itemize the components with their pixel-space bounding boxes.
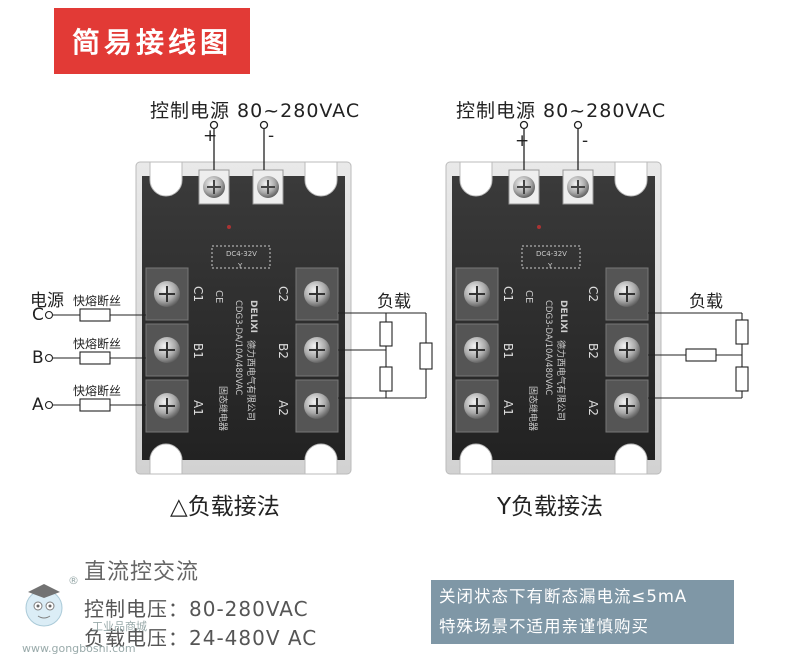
relay-brand: DELIXI xyxy=(558,300,568,333)
terminal-label: A1 xyxy=(501,400,515,416)
terminal-label: A2 xyxy=(276,400,290,416)
input-mark: DC4-32V xyxy=(226,250,257,258)
mount-notch xyxy=(304,443,338,475)
mount-notch xyxy=(614,443,648,475)
relay-left xyxy=(135,161,352,475)
resistor-icon xyxy=(379,321,393,347)
y-mark: Y xyxy=(238,262,243,270)
wye-load xyxy=(648,312,749,399)
fuse-label: 快熔断丝 xyxy=(73,337,122,351)
supply-wires-left xyxy=(44,308,146,412)
y-mark: Y xyxy=(548,262,553,270)
resistor-icon xyxy=(419,342,433,370)
terminal-label: B2 xyxy=(276,343,290,359)
relay-type: 固态继电器 xyxy=(527,386,537,432)
note-line-1: 关闭状态下有断态漏电流≤5mA xyxy=(439,587,688,606)
supply-label: 电源 xyxy=(30,291,64,311)
resistor-icon xyxy=(735,366,749,392)
terminal-label: B1 xyxy=(191,343,205,359)
y-caption: Y负载接法 xyxy=(497,494,604,520)
control-wires xyxy=(209,120,583,170)
input-label-window xyxy=(521,245,581,269)
relay-type: 固态继电器 xyxy=(217,386,227,432)
delta-caption: △负载接法 xyxy=(170,494,280,520)
terminal-column-right xyxy=(605,267,649,433)
terminal-label: C1 xyxy=(501,286,515,303)
leakage-note: 关闭状态下有断态漏电流≤5mA 特殊场景不适用亲谨慎购买 xyxy=(431,580,734,644)
fuse-icon xyxy=(79,351,111,365)
terminal-label: C2 xyxy=(276,286,290,303)
input-mark: DC4-32V xyxy=(536,250,567,258)
watermark-site: www.gongboshi.com xyxy=(22,642,136,655)
plus-sign: + xyxy=(203,126,218,146)
terminal-label: B2 xyxy=(586,343,600,359)
delta-load xyxy=(338,312,433,399)
terminal-column-right xyxy=(295,267,339,433)
minus-sign: - xyxy=(582,131,589,151)
terminal-column-left xyxy=(145,267,189,433)
watermark-brand: 工业品商城 xyxy=(92,620,147,633)
ce-mark: CE xyxy=(213,290,224,304)
load-label: 负载 xyxy=(689,292,723,312)
fuse-label: 快熔断丝 xyxy=(73,294,122,308)
relay-brand-cn: 德力西电气有限公司 xyxy=(245,340,255,422)
resistor-icon xyxy=(735,319,749,345)
minus-sign: - xyxy=(268,126,275,146)
fuse-icon xyxy=(79,398,111,412)
relay-right xyxy=(445,161,662,475)
fuse-icon xyxy=(79,308,111,322)
led-indicator xyxy=(537,225,541,229)
relay-brand-cn: 德力西电气有限公司 xyxy=(555,340,565,422)
led-indicator xyxy=(227,225,231,229)
mount-notch xyxy=(459,161,493,197)
load-label: 负载 xyxy=(377,292,411,312)
load-voltage: 负载电压：24-480V AC xyxy=(84,626,318,650)
terminal-label: A1 xyxy=(191,400,205,416)
input-label-window xyxy=(211,245,271,269)
relay-model: CDG3-DA/10A/480VAC xyxy=(233,300,243,396)
relay-brand: DELIXI xyxy=(248,300,258,333)
phase-c-label: C xyxy=(32,305,44,325)
mount-notch xyxy=(149,443,183,475)
fuse-label: 快熔断丝 xyxy=(73,384,122,398)
phase-b-label: B xyxy=(32,348,44,368)
terminal-label: C1 xyxy=(191,286,205,303)
mount-notch xyxy=(304,161,338,197)
relay-model: CDG3-DA/10A/480VAC xyxy=(543,300,553,396)
mount-notch xyxy=(614,161,648,197)
resistor-icon xyxy=(379,366,393,392)
mount-notch xyxy=(459,443,493,475)
terminal-label: A2 xyxy=(586,400,600,416)
control-supply-label: 控制电源 80~280VAC xyxy=(456,100,667,122)
registered-mark: ® xyxy=(68,574,79,587)
terminal-label: C2 xyxy=(586,286,600,303)
terminal-column-left xyxy=(455,267,499,433)
terminal-label: B1 xyxy=(501,343,515,359)
mascot-logo-icon xyxy=(25,584,63,627)
plus-sign: + xyxy=(515,131,530,151)
note-line-2: 特殊场景不适用亲谨慎购买 xyxy=(439,617,649,636)
resistor-icon xyxy=(685,348,717,362)
page-title: 简易接线图 xyxy=(54,8,250,74)
spec-heading: 直流控交流 xyxy=(84,560,200,585)
control-supply-label: 控制电源 80~280VAC xyxy=(150,100,361,122)
control-voltage: 控制电压：80-280VAC xyxy=(84,597,309,621)
mount-notch xyxy=(149,161,183,197)
ce-mark: CE xyxy=(523,290,534,304)
phase-a-label: A xyxy=(32,395,44,415)
